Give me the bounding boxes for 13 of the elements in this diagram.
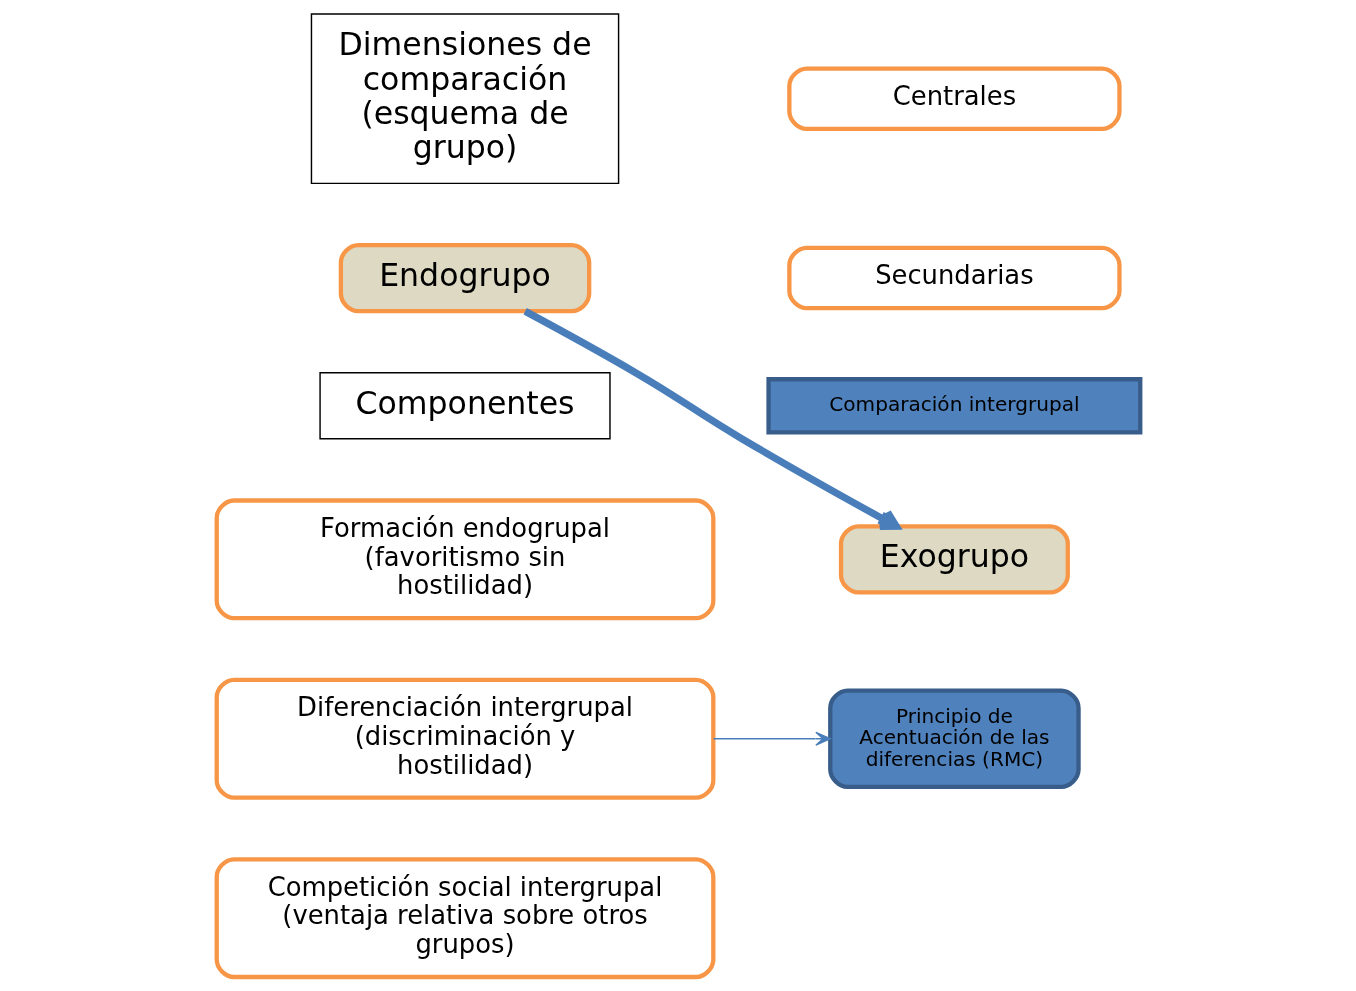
node-box: Exogrupo — [838, 524, 1070, 595]
node-box: Competición social intergrupal (ventaja relativa sobre otros grupos) — [214, 857, 715, 980]
arrow — [712, 731, 831, 746]
node-box: Endogrupo — [338, 242, 591, 314]
node-box: Centrales — [786, 66, 1122, 131]
node-box: Formación endogrupal (favoritismo sin hostilidad) — [214, 498, 715, 621]
node-box: Diferenciación intergrupal (discriminación y hostilidad) — [214, 677, 715, 800]
node-box: Comparación intergrupal — [765, 377, 1142, 435]
node-box: Secundarias — [786, 245, 1122, 311]
node-box: Dimensiones de comparación (esquema de grupo) — [310, 13, 619, 185]
node-box: Principio de Acentuación de las diferencias (RMC) — [827, 688, 1081, 789]
node-box: Componentes — [318, 372, 611, 440]
arrow — [522, 308, 900, 530]
